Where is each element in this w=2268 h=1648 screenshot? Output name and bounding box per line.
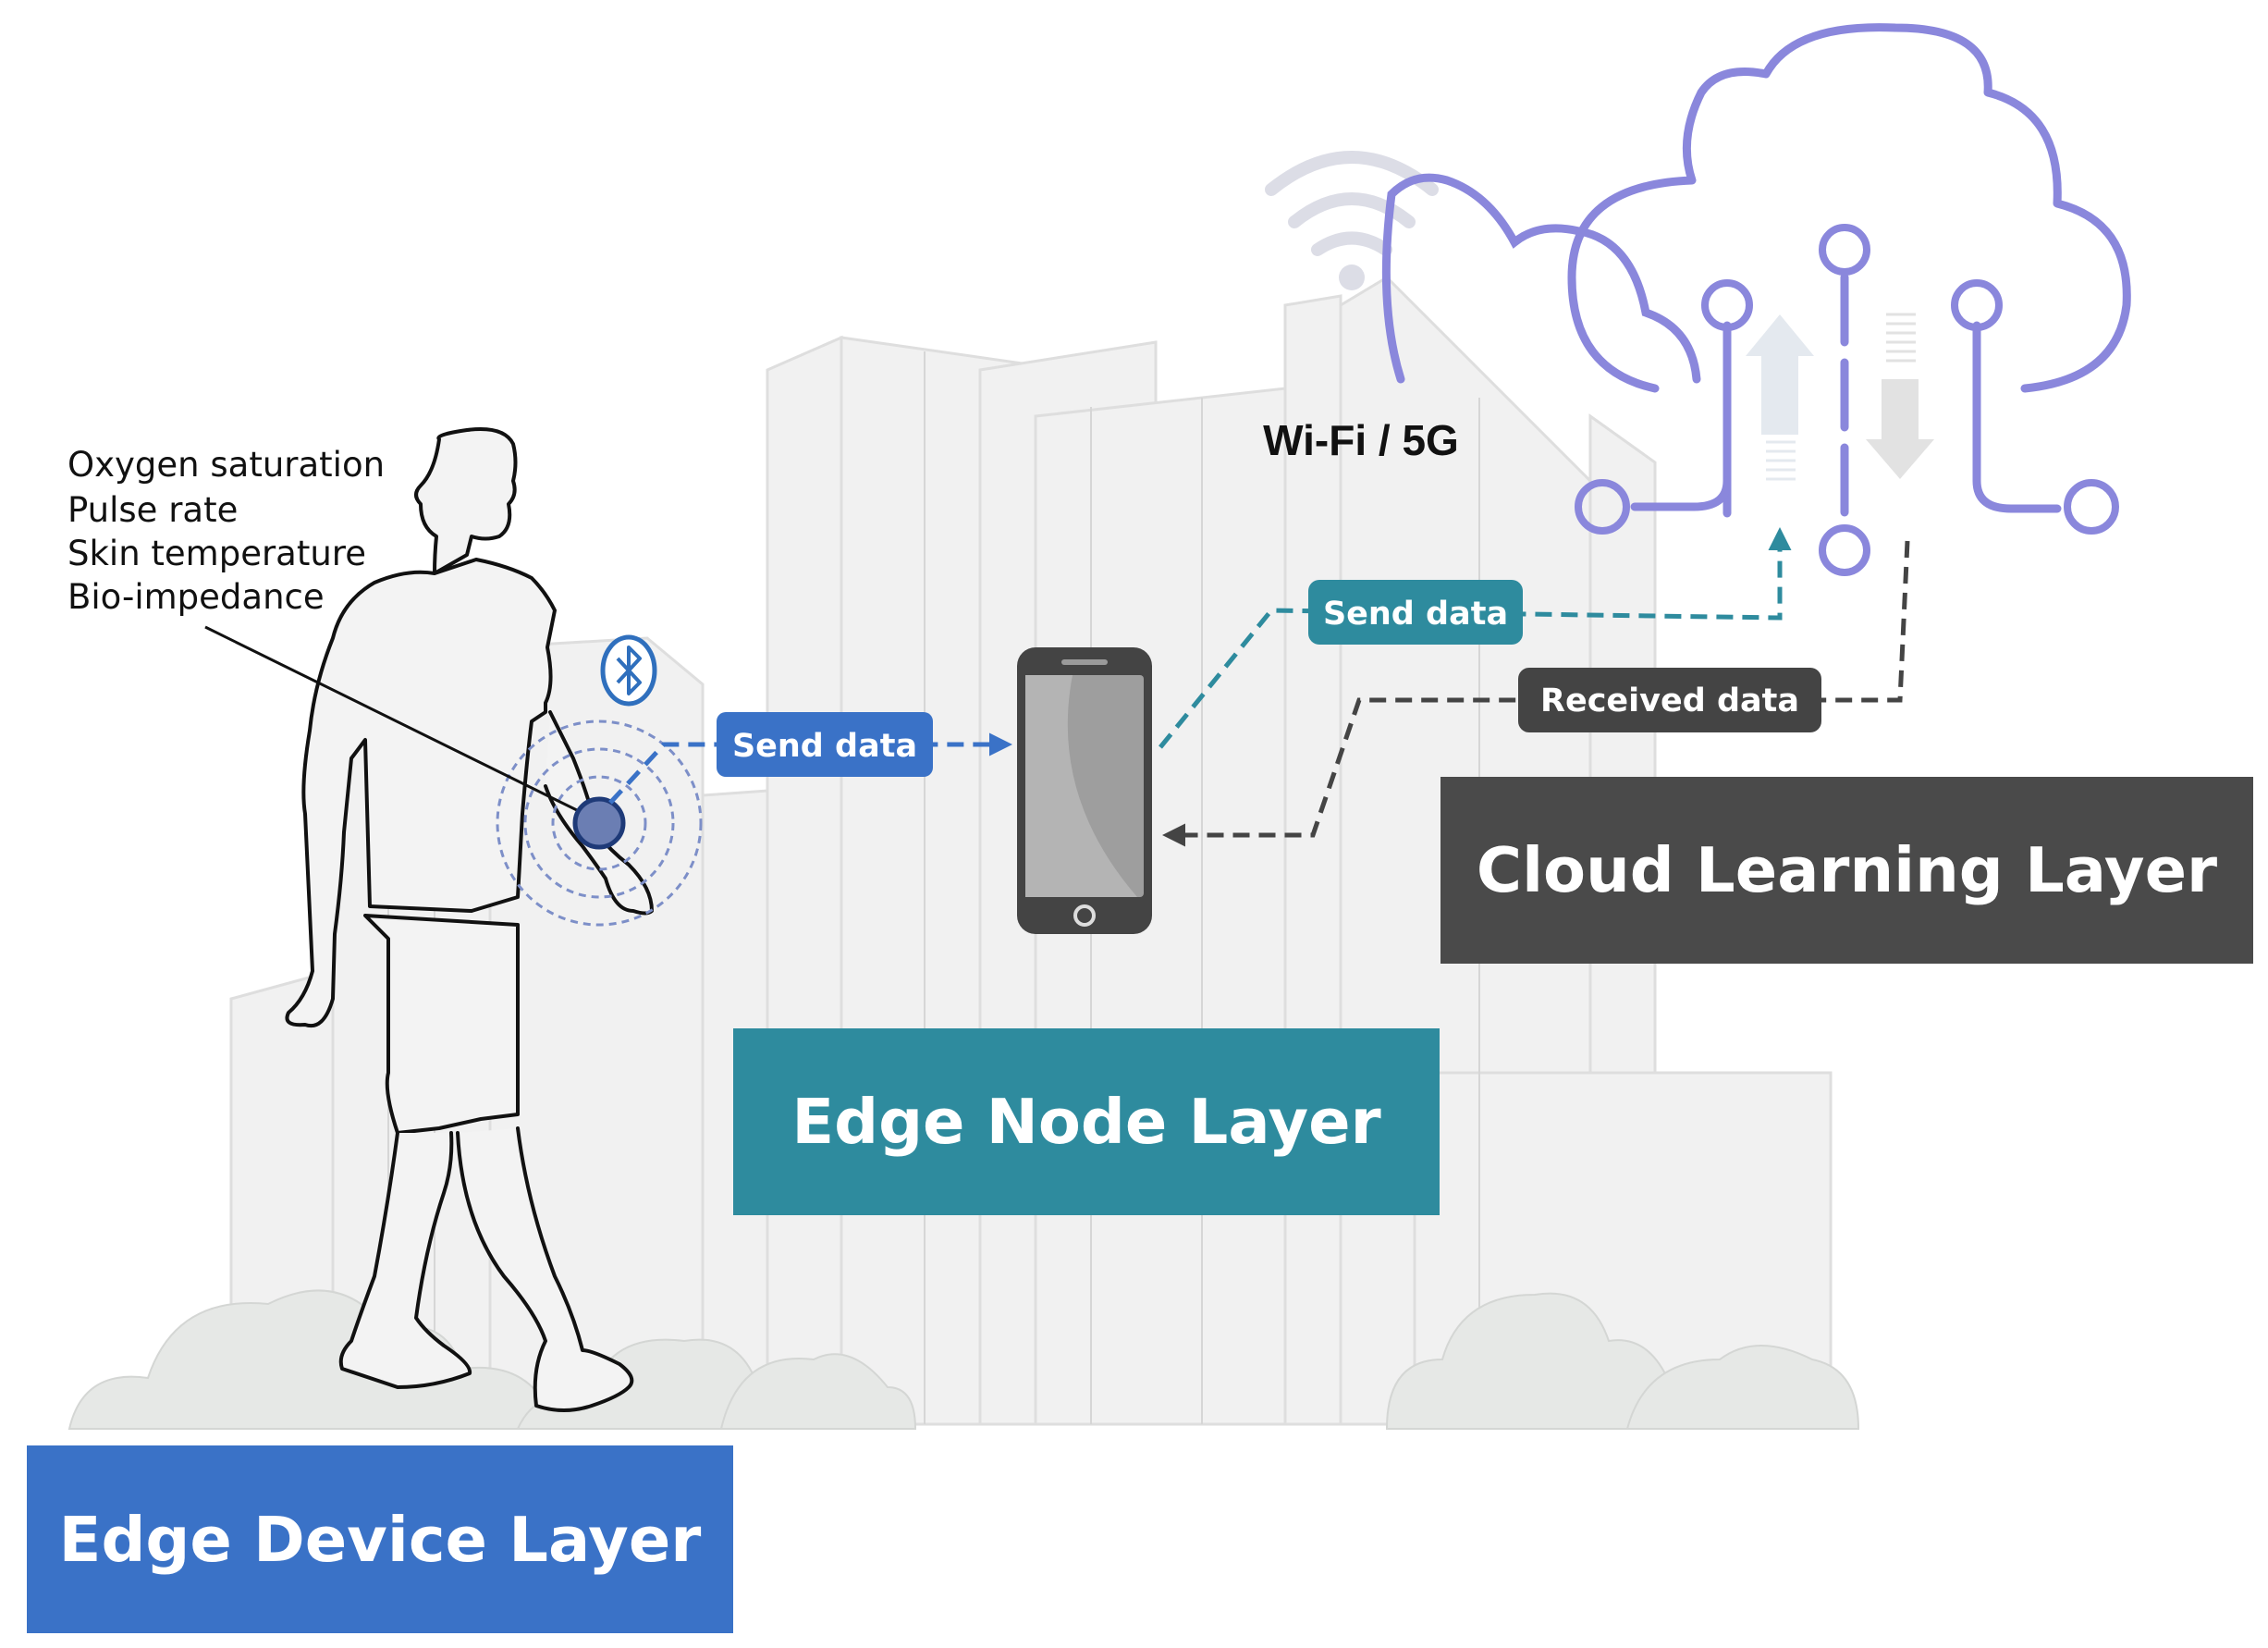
device-to-node-arrow xyxy=(608,732,1012,805)
download-arrow-icon xyxy=(1866,313,1934,479)
cloud-circuit xyxy=(1575,224,2119,576)
node-to-cloud-arrow xyxy=(1159,527,1792,749)
sensor-item: Pulse rate xyxy=(67,490,238,530)
sensor-item: Bio-impedance xyxy=(67,577,325,617)
cloud-outline xyxy=(1567,23,2131,393)
cloud-learning-layer-label: Cloud Learning Layer xyxy=(1440,777,2253,964)
cloud-to-node-arrow xyxy=(1162,540,1910,847)
send-data-tag-device: Send data xyxy=(717,712,933,777)
edge-device-layer-text: Edge Device Layer xyxy=(58,1503,702,1576)
svg-text:Received data: Received data xyxy=(1540,683,1799,719)
smartphone-icon xyxy=(1017,647,1152,934)
upload-arrow-icon xyxy=(1746,314,1814,481)
received-data-tag: Received data xyxy=(1518,668,1821,732)
sensor-list: Oxygen saturation Pulse rate Skin temper… xyxy=(67,445,385,617)
edge-device-layer-label: Edge Device Layer xyxy=(27,1445,733,1633)
edge-node-layer-label: Edge Node Layer xyxy=(733,1028,1440,1215)
network-label: Wi-Fi / 5G xyxy=(1263,416,1459,464)
svg-text:Send data: Send data xyxy=(1323,596,1508,633)
sensor-pointer-line xyxy=(204,625,585,816)
wifi-icon xyxy=(1265,151,1439,290)
sensor-item: Oxygen saturation xyxy=(67,445,385,485)
bluetooth-icon xyxy=(600,634,657,707)
wearable-sensor xyxy=(572,796,626,850)
cloud-learning-layer-text: Cloud Learning Layer xyxy=(1476,834,2218,906)
edge-node-layer-text: Edge Node Layer xyxy=(791,1086,1381,1158)
walking-person-figure xyxy=(285,427,654,1412)
sensor-item: Skin temperature xyxy=(67,534,366,573)
wearable-signal-rings xyxy=(496,719,703,927)
svg-text:Send data: Send data xyxy=(732,728,917,765)
cloud-learning-icon xyxy=(1381,173,1701,384)
send-data-tag-node: Send data xyxy=(1308,580,1523,645)
